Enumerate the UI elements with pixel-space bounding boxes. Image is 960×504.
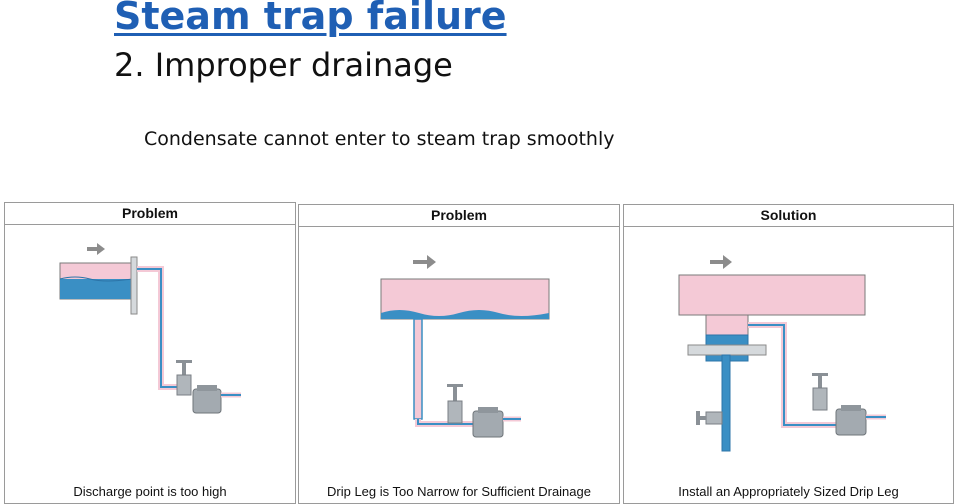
panel-footer: Discharge point is too high bbox=[73, 484, 227, 499]
drain-line bbox=[137, 266, 179, 390]
narrow-drip-leg bbox=[413, 318, 479, 427]
slide-title: Steam trap failure bbox=[114, 0, 507, 38]
sized-drip-leg bbox=[687, 314, 767, 452]
diagram-discharge-high bbox=[59, 243, 241, 414]
diagram-sized-drip-leg bbox=[678, 255, 886, 452]
panel-header: Problem bbox=[299, 205, 619, 227]
steam-trap-icon bbox=[835, 405, 867, 436]
steam-trap-icon bbox=[472, 407, 504, 438]
pipe-flange bbox=[130, 256, 138, 315]
slide-caption: Condensate cannot enter to steam trap sm… bbox=[144, 128, 615, 150]
flow-arrow-icon bbox=[710, 255, 732, 269]
diagram-narrow-drip-leg bbox=[380, 255, 550, 438]
panel-problem-discharge-high: Problem Disch bbox=[4, 202, 296, 504]
panel-header: Solution bbox=[624, 205, 953, 227]
steam-trap-icon bbox=[192, 385, 222, 414]
panel-footer: Install an Appropriately Sized Drip Leg bbox=[678, 484, 899, 499]
flow-arrow-icon bbox=[87, 243, 105, 255]
panel-solution-sized-drip-leg: Solution bbox=[623, 204, 954, 504]
slide-subtitle: 2. Improper drainage bbox=[114, 46, 453, 84]
blowdown-valve-icon bbox=[696, 411, 723, 425]
steam-main-pipe bbox=[678, 274, 866, 316]
isolation-valve-icon bbox=[176, 360, 192, 396]
panel-footer: Drip Leg is Too Narrow for Sufficient Dr… bbox=[327, 484, 591, 499]
drain-line bbox=[748, 322, 839, 428]
panel-header: Problem bbox=[5, 203, 295, 225]
isolation-valve-icon bbox=[447, 384, 463, 424]
steam-main-pipe bbox=[59, 262, 133, 300]
flow-arrow-icon bbox=[413, 255, 436, 269]
isolation-valve-icon bbox=[812, 373, 828, 411]
steam-main-pipe bbox=[380, 278, 550, 320]
panel-problem-narrow-drip-leg: Problem Drip Leg is Too Narrow for Suffi… bbox=[298, 204, 620, 504]
